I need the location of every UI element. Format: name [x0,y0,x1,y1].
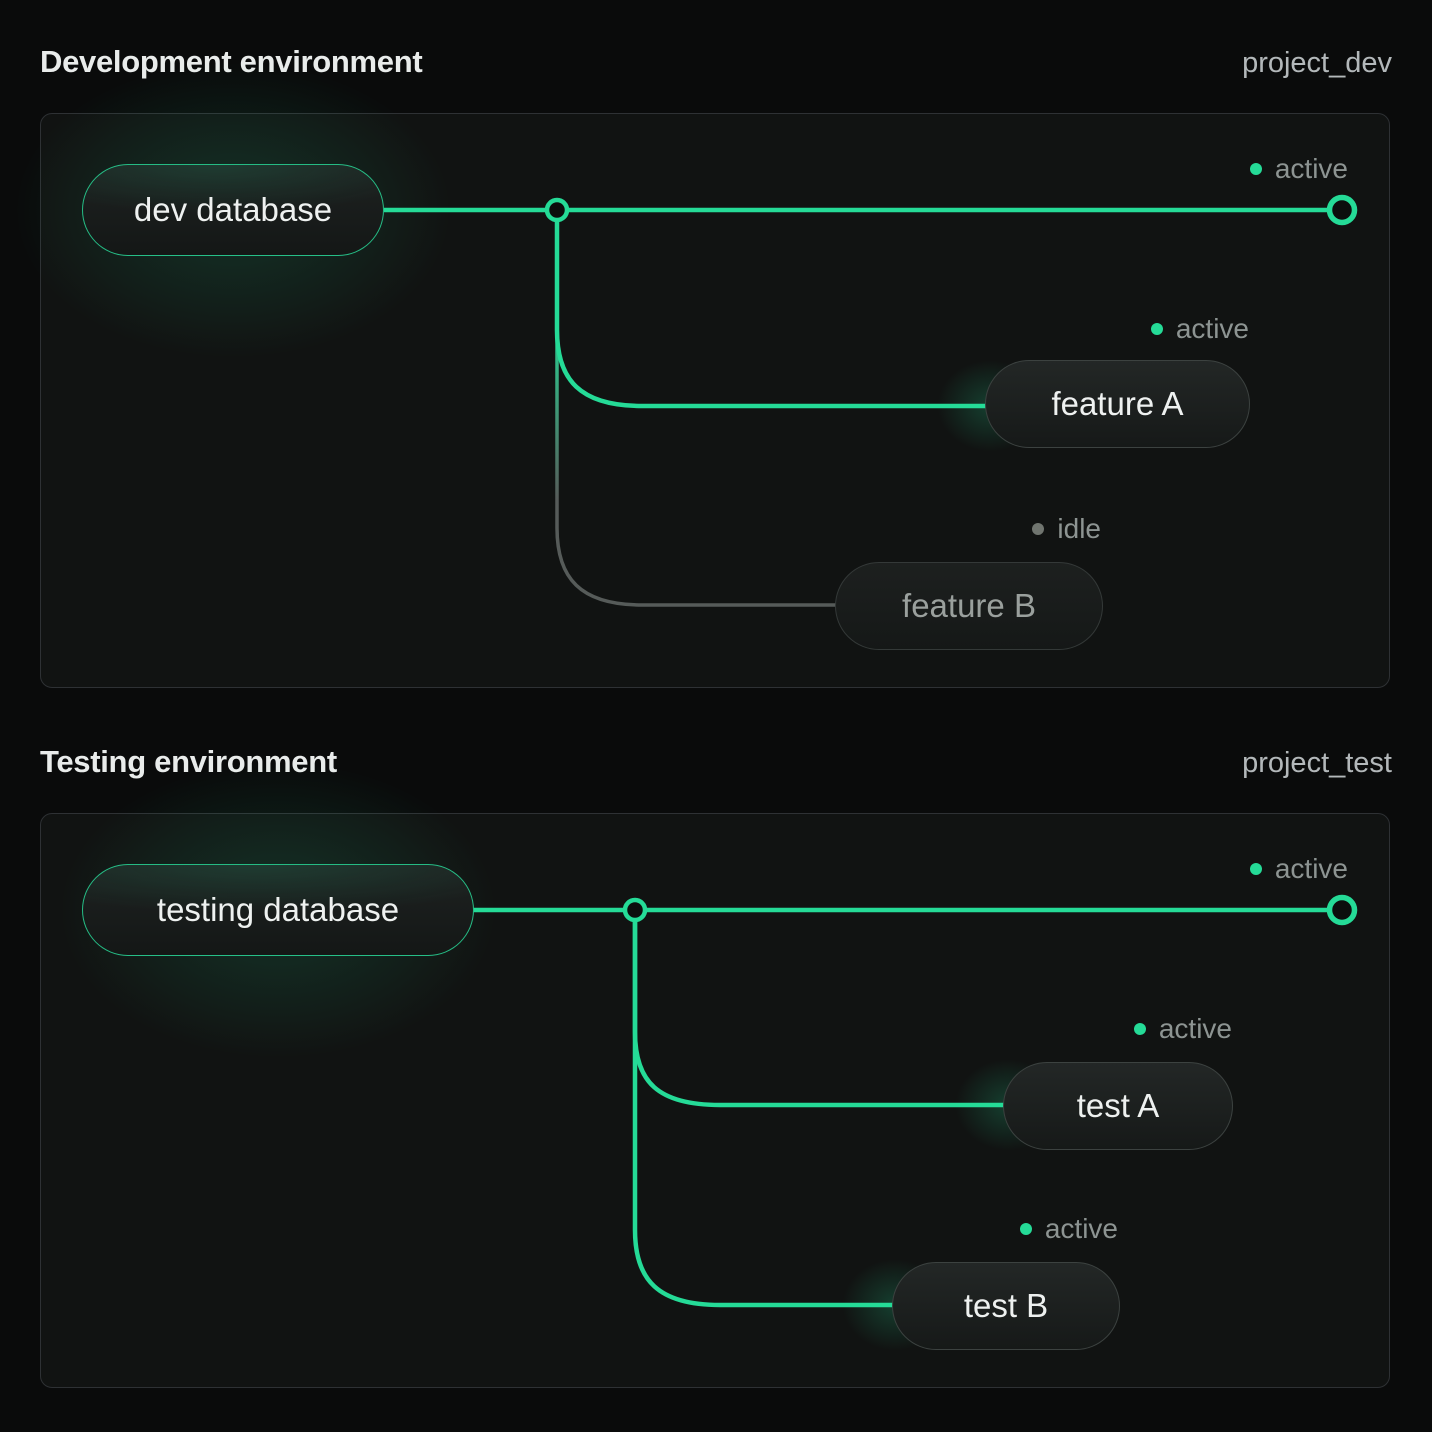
status-text: idle [1057,513,1101,544]
feature-a-status-badge: active [1150,313,1249,345]
dev-section-title: Development environment [40,44,423,79]
test-b-label: test B [963,1287,1049,1324]
active-status-dot-icon [1133,1023,1146,1035]
active-status-dot-icon [1249,163,1262,175]
status-text: active [1274,853,1348,884]
status-text: active [1274,153,1348,184]
testing-database-label: testing database [156,891,400,928]
dev-main-status-badge: active [1249,153,1348,185]
test-a-status-badge: active [1133,1013,1232,1045]
dev-database-label: dev database [133,191,333,228]
feature-a-node[interactable]: feature A [985,360,1250,448]
active-status-dot-icon [1019,1223,1032,1235]
testing-database-node[interactable]: testing database [82,864,474,956]
test-a-label: test A [1076,1087,1160,1124]
status-text: active [1158,1013,1232,1044]
feature-b-label: feature B [902,587,1036,624]
test-section-title: Testing environment [40,744,337,779]
active-status-dot-icon [1249,863,1262,875]
test-a-node[interactable]: test A [1003,1062,1233,1150]
test-b-node[interactable]: test B [892,1262,1120,1350]
test-main-status-badge: active [1249,853,1348,885]
feature-a-label: feature A [1051,385,1184,422]
test-b-status-badge: active [1019,1213,1118,1245]
active-status-dot-icon [1150,323,1163,335]
feature-b-node[interactable]: feature B [835,562,1103,650]
test-project-label: project_test [1242,747,1392,779]
idle-status-dot-icon [1032,523,1045,535]
status-text: active [1044,1213,1118,1244]
status-text: active [1175,313,1249,344]
feature-b-status-badge: idle [1032,513,1101,545]
dev-database-node[interactable]: dev database [82,164,384,256]
dev-project-label: project_dev [1242,47,1392,79]
